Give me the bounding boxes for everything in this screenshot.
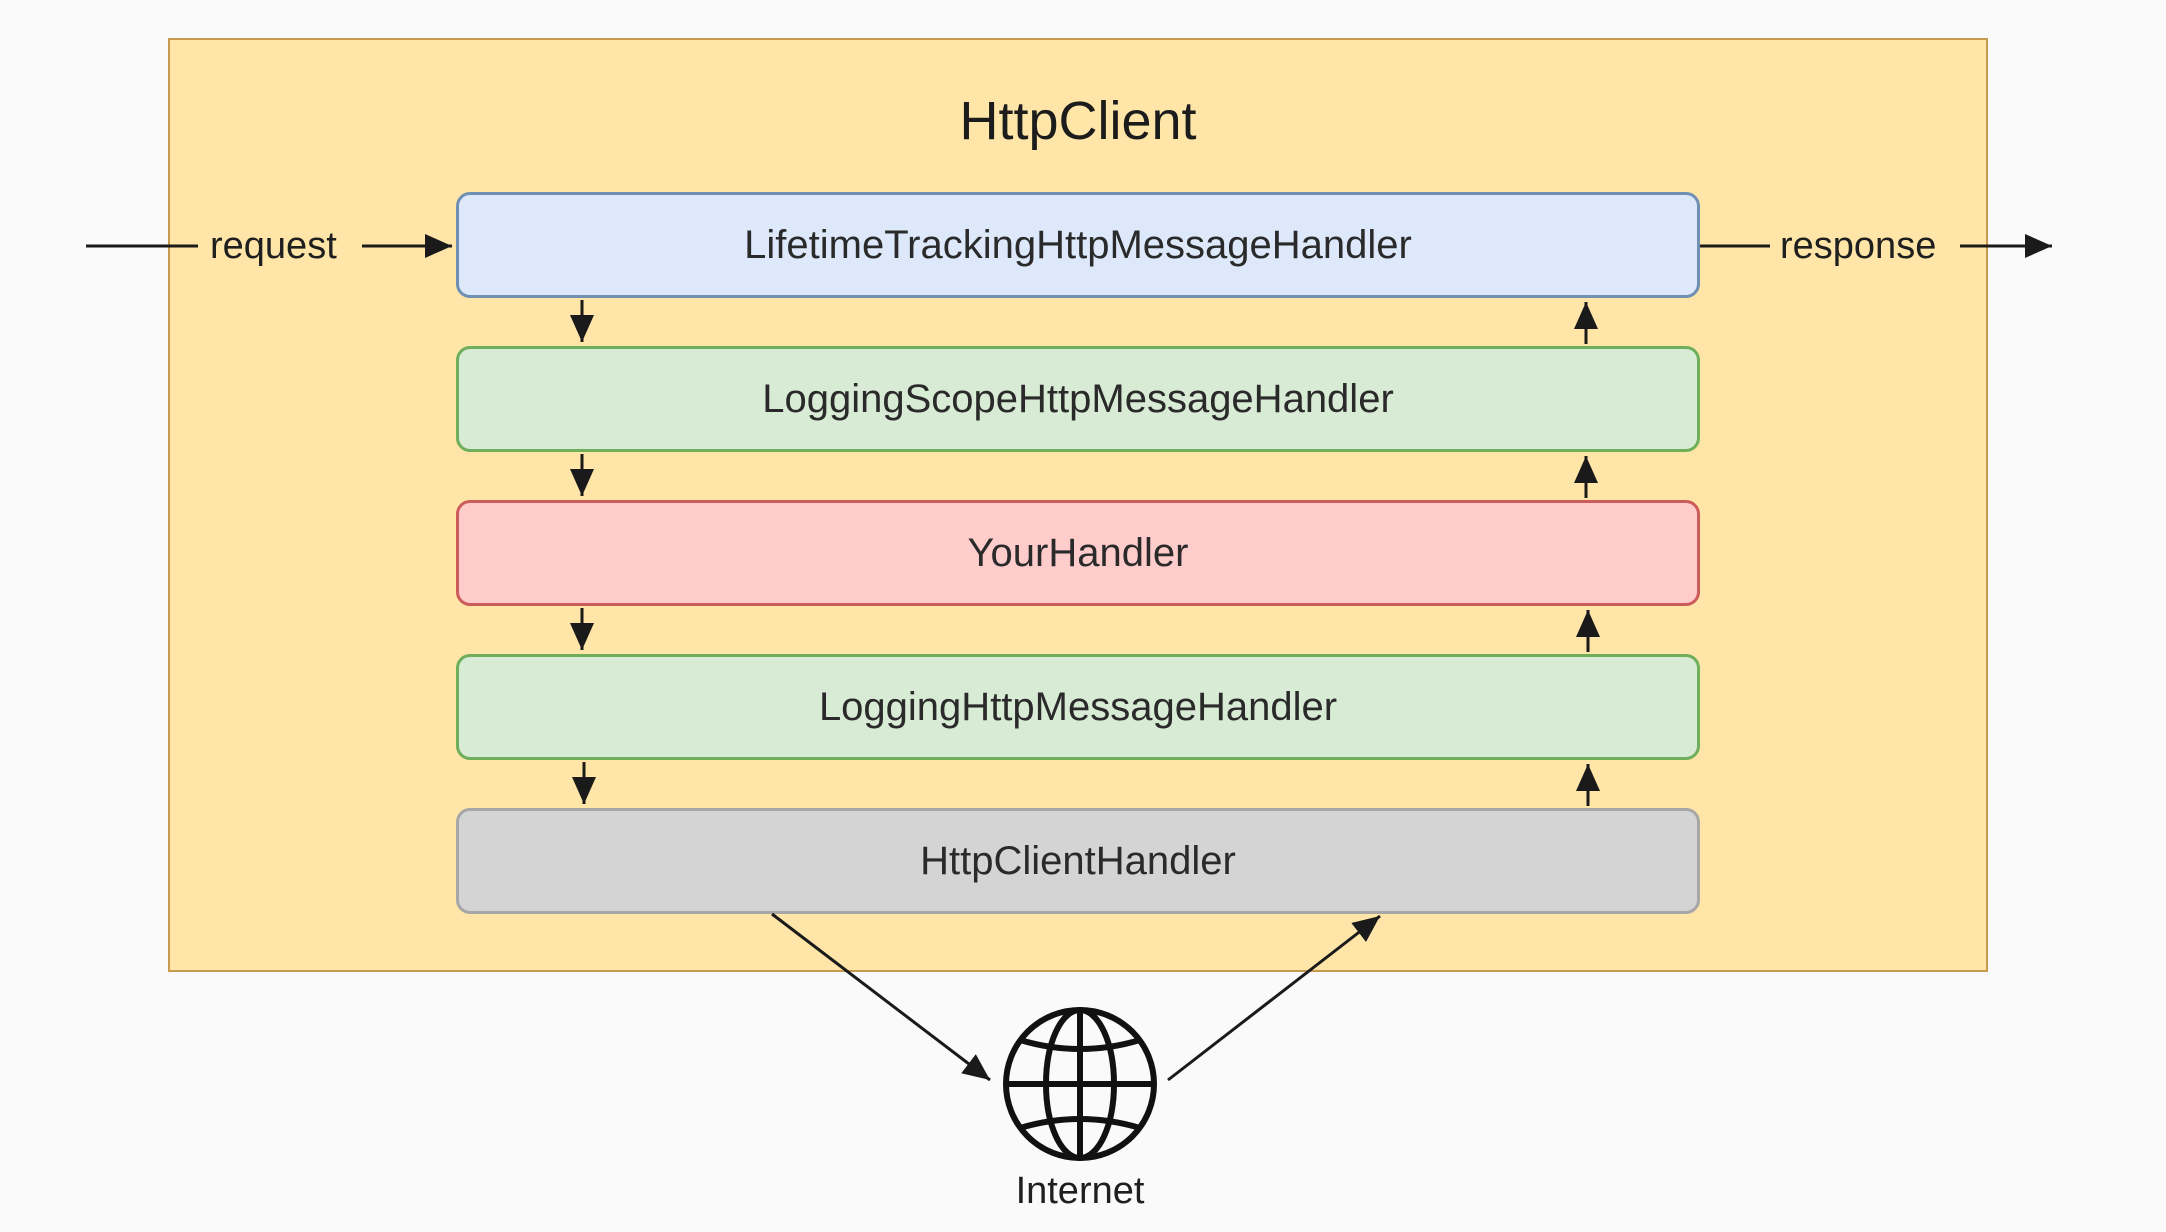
internet-label: Internet [1015, 1170, 1145, 1212]
handler-your-handler: YourHandler [456, 500, 1700, 606]
handler-logging: LoggingHttpMessageHandler [456, 654, 1700, 760]
httpclient-title: HttpClient [959, 91, 1197, 151]
globe-icon [1003, 1007, 1157, 1161]
handler-logging-scope: LoggingScopeHttpMessageHandler [456, 346, 1700, 452]
handler-lifetime-tracking: LifetimeTrackingHttpMessageHandler [456, 192, 1700, 298]
response-label: response [1770, 221, 1947, 271]
request-label: request [200, 221, 347, 271]
handler-httpclient: HttpClientHandler [456, 808, 1700, 914]
